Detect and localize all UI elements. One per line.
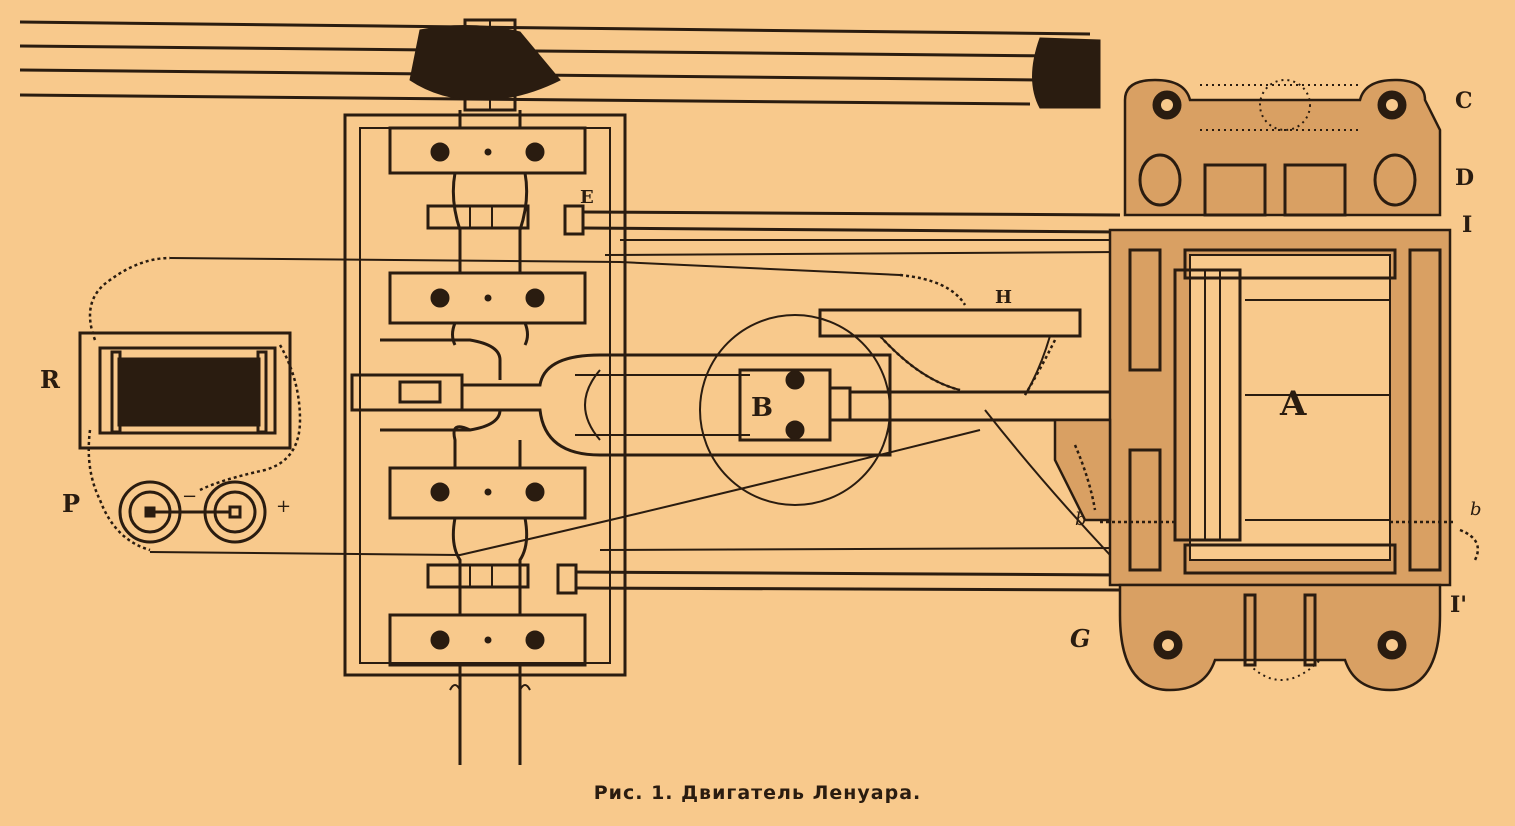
label-minus: − (182, 486, 197, 507)
flywheel-arms (19, 18, 1101, 112)
diagram-labels: A B C D I E H R P G I' b b − + (40, 88, 1482, 653)
label-R: R (40, 365, 61, 394)
label-G: G (1070, 624, 1091, 653)
label-H: H (995, 287, 1012, 308)
bearing-blocks (388, 126, 587, 667)
label-D: D (1455, 165, 1474, 191)
label-I: I (1462, 212, 1472, 238)
valve-lever (818, 273, 1082, 396)
battery (118, 480, 267, 544)
label-plus: + (276, 496, 291, 517)
label-b-right: b (1470, 499, 1482, 520)
eccentric-rods (426, 204, 1121, 595)
label-C: C (1455, 88, 1473, 114)
label-E: E (580, 187, 594, 208)
induction-coil (78, 331, 292, 450)
label-P: P (62, 489, 80, 518)
ignition-wires (87, 256, 1480, 561)
connecting-rod (462, 314, 1170, 506)
crankshaft (350, 110, 531, 765)
figure-caption: Рис. 1. Двигатель Ленуара. (593, 782, 922, 804)
label-b-left: b (1075, 509, 1087, 530)
label-B: B (751, 393, 773, 423)
cylinder-block (1053, 78, 1455, 692)
label-I-prime: I' (1450, 592, 1467, 618)
label-A: A (1279, 384, 1307, 424)
